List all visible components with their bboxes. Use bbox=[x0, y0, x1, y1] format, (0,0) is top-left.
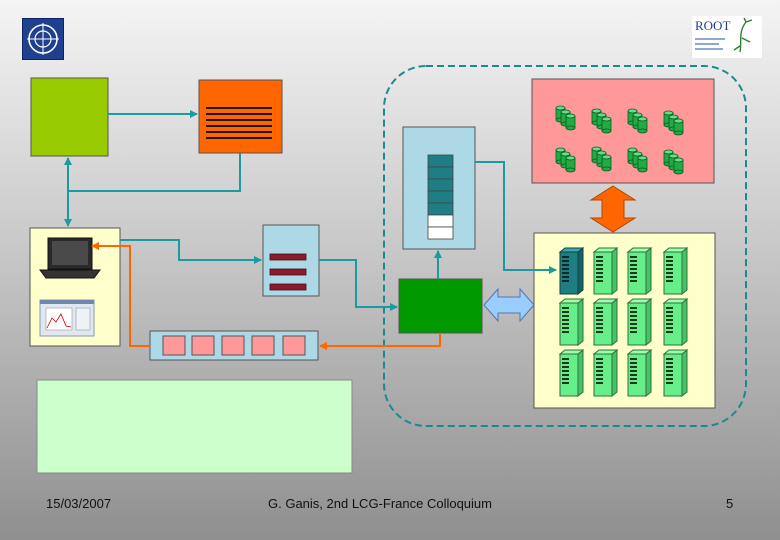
output-slots bbox=[162, 335, 306, 356]
histogram-screenshot-icon bbox=[39, 299, 95, 337]
footer-page-number: 5 bbox=[726, 496, 734, 511]
teal-connectors bbox=[64, 110, 557, 311]
laptop-icon bbox=[39, 237, 101, 279]
orange-connectors bbox=[91, 242, 441, 350]
root-logo-text: ROOT bbox=[695, 18, 731, 33]
catalog-lines bbox=[206, 107, 272, 139]
master-server-icon bbox=[558, 246, 585, 296]
worker-servers bbox=[558, 246, 688, 397]
results-box[interactable] bbox=[36, 379, 353, 474]
client-box[interactable] bbox=[30, 77, 109, 157]
storage-farm-double-arrow bbox=[589, 185, 637, 233]
farm-boundary bbox=[383, 65, 747, 427]
master-farm-double-arrow bbox=[483, 287, 535, 323]
footer-date: 15/03/2007 bbox=[46, 496, 112, 511]
footer-author: G. Ganis, 2nd LCG-France Colloquium bbox=[268, 496, 492, 511]
catalog-box[interactable] bbox=[198, 79, 283, 154]
root-logo: ROOT bbox=[692, 16, 762, 58]
storage-box[interactable] bbox=[531, 78, 715, 184]
cern-logo bbox=[22, 18, 64, 60]
scheduler-slots bbox=[427, 154, 454, 240]
master-box[interactable] bbox=[398, 278, 483, 334]
queue-items bbox=[269, 253, 307, 291]
